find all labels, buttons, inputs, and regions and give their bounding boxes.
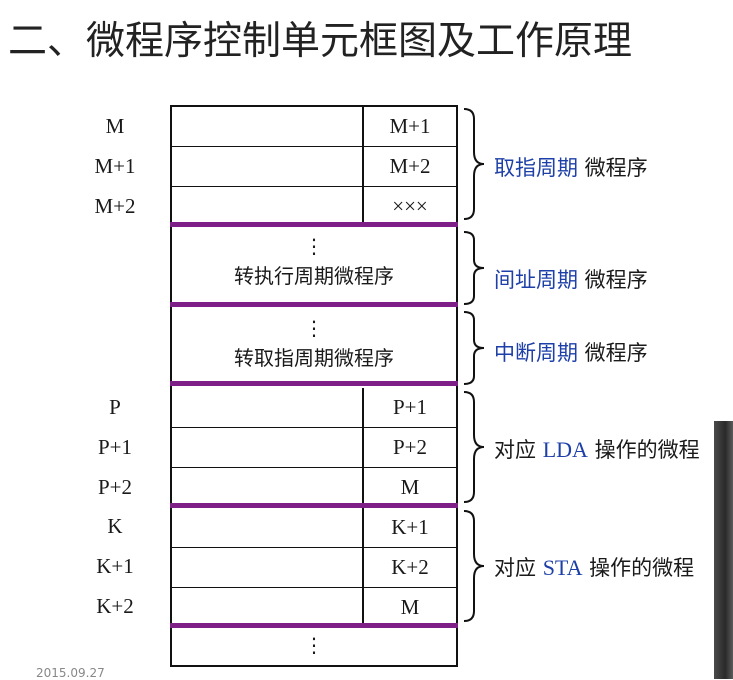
separator-line <box>170 222 458 227</box>
separator-line <box>170 381 458 386</box>
brace-icon <box>463 391 485 503</box>
indirect-block: ⋮ 转执行周期微程序 <box>172 234 456 291</box>
brace-icon <box>463 231 485 305</box>
label-highlight: 间址周期 <box>494 268 578 292</box>
next-address-cell: K+1 <box>362 508 456 547</box>
label-rest: 微程序 <box>578 268 648 292</box>
memory-row: M <box>172 588 456 628</box>
next-address-cell: M+1 <box>362 107 456 146</box>
footer-date: 2015.09.27 <box>36 666 105 680</box>
interrupt-block: ⋮ 转取指周期微程序 <box>172 316 456 373</box>
brace-icon <box>463 108 485 220</box>
block-label: 转执行周期微程序 <box>234 264 394 288</box>
memory-row: M+2 <box>172 147 456 187</box>
memory-row: P+2 <box>172 428 456 468</box>
separator-line <box>170 623 458 628</box>
address-label: P <box>109 395 121 419</box>
address-label: P+2 <box>97 475 133 499</box>
next-address-cell: M+2 <box>362 147 456 186</box>
brace-icon <box>463 510 485 622</box>
address-label: M+2 <box>94 194 136 218</box>
label-rest: 操作的微程 <box>582 556 695 580</box>
indirect-cycle-label: 间址周期 微程序 <box>494 264 648 294</box>
memory-row: K+2 <box>172 548 456 588</box>
label-highlight: 中断周期 <box>494 341 578 365</box>
separator-line <box>170 503 458 508</box>
next-address-cell: ××× <box>362 187 456 227</box>
label-rest: 操作的微程 <box>587 438 700 462</box>
control-memory: M+1 M+2 ××× ⋮ 转执行周期微程序 ⋮ 转取指周期微程序 P+1 P+… <box>170 105 458 667</box>
label-rest: 微程序 <box>578 156 648 180</box>
block-label: 转取指周期微程序 <box>234 346 394 370</box>
memory-row: M+1 <box>172 107 456 147</box>
next-address-cell: P+1 <box>362 388 456 427</box>
label-rest: 微程序 <box>578 341 648 365</box>
next-address-cell: K+2 <box>362 548 456 587</box>
address-label: P+1 <box>97 435 133 459</box>
address-label: K+1 <box>96 554 134 578</box>
fetch-cycle-label: 取指周期 微程序 <box>494 152 648 182</box>
interrupt-cycle-label: 中断周期 微程序 <box>494 337 648 367</box>
page-title: 二、微程序控制单元框图及工作原理 <box>8 19 633 64</box>
ellipsis: ⋮ <box>304 633 324 657</box>
brace-icon <box>463 311 485 385</box>
label-prefix: 对应 <box>494 438 543 462</box>
memory-row: M <box>172 468 456 508</box>
lda-label: 对应 LDA 操作的微程 <box>494 434 700 464</box>
memory-row: K+1 <box>172 508 456 548</box>
address-label: K+2 <box>96 594 134 618</box>
label-highlight: STA <box>542 555 583 580</box>
ellipsis: ⋮ <box>304 234 324 258</box>
separator-line <box>170 302 458 307</box>
address-label: M+1 <box>94 154 136 178</box>
ellipsis: ⋮ <box>304 316 324 340</box>
next-address-cell: M <box>362 588 456 628</box>
video-overlay <box>714 421 733 679</box>
label-prefix: 对应 <box>494 556 543 580</box>
address-label: K <box>107 514 123 538</box>
sta-label: 对应 STA 操作的微程 <box>494 552 694 582</box>
label-highlight: 取指周期 <box>494 156 578 180</box>
memory-row: ××× <box>172 187 456 227</box>
label-highlight: LDA <box>542 437 588 462</box>
memory-row: P+1 <box>172 388 456 428</box>
next-address-cell: M <box>362 468 456 508</box>
address-label: M <box>105 114 125 138</box>
next-address-cell: P+2 <box>362 428 456 467</box>
